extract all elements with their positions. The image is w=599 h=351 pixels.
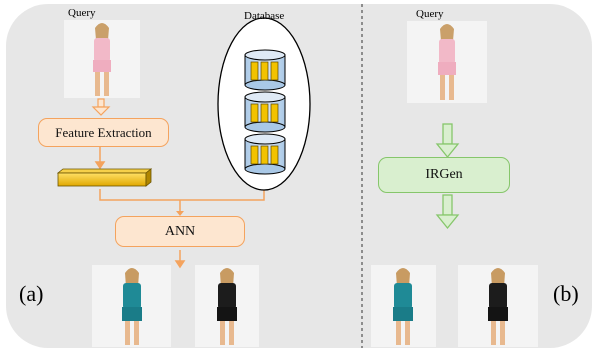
panel-label-a: (a) [19, 281, 44, 306]
woman-teal-romper-icon [122, 268, 142, 345]
query-label-a: Query [68, 7, 96, 19]
woman-teal-romper-icon [393, 268, 413, 345]
ann-input-connectors [99, 189, 265, 212]
result-image-teal-b [371, 265, 436, 347]
woman-black-romper-icon [217, 268, 237, 345]
panel-label-b: (b) [553, 281, 579, 306]
irgen-box: IRGen [378, 157, 510, 193]
woman-pink-romper-icon [438, 24, 456, 100]
irgen-to-results-arrow [435, 194, 460, 230]
query-image-a [64, 20, 140, 98]
database-file-icons [250, 61, 279, 165]
query-label-b: Query [416, 8, 444, 20]
query-image-b [407, 21, 487, 103]
ann-box: ANN [115, 216, 245, 247]
result-image-teal-a [92, 265, 171, 347]
query-to-feature-arrow [91, 98, 111, 116]
ann-to-results-arrow [174, 250, 186, 269]
result-image-black-a [195, 265, 259, 347]
woman-pink-romper-icon [93, 23, 111, 96]
feature-extraction-box: Feature Extraction [38, 118, 169, 147]
ann-input-arrowhead [176, 211, 184, 216]
query-to-irgen-arrow [435, 123, 460, 159]
feature-vector-bar [56, 168, 153, 187]
database-label: Database [244, 10, 285, 22]
woman-black-romper-icon [488, 268, 508, 345]
feature-to-vector-arrow [94, 147, 106, 170]
result-image-black-b [458, 265, 538, 347]
